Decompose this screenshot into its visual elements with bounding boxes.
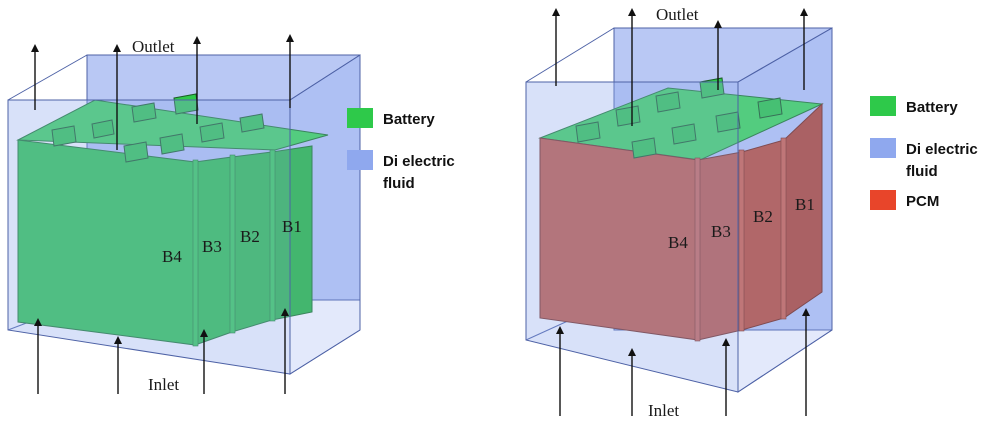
right-divider-3: [780, 137, 787, 320]
left-cell-label-b3: B3: [202, 237, 222, 256]
right-cell-label-b1: B1: [795, 195, 815, 214]
right-container-right: [737, 27, 833, 393]
right-legend-label-fluid: Di electric fluid: [906, 141, 982, 180]
left-inlet-arrows: [34, 308, 289, 394]
right-outlet-label: Outlet: [656, 5, 699, 24]
left-outlet-arrows: [31, 34, 294, 150]
right-inlet-label: Inlet: [648, 401, 679, 420]
left-cell-label-b4: B4: [162, 247, 182, 266]
left-terminals: [51, 93, 265, 163]
left-legend-label-fluid: Di electric fluid: [383, 153, 459, 192]
right-legend-label-battery: Battery: [906, 99, 958, 116]
left-diagram: B4 B3 B2 B1 Outlet Inlet: [7, 34, 361, 394]
right-divider-2: [738, 149, 745, 332]
right-terminals: [575, 77, 783, 159]
left-legend-label-battery: Battery: [383, 111, 435, 128]
right-cell-label-b2: B2: [753, 207, 773, 226]
right-legend-swatch-fluid: [870, 138, 896, 158]
right-divider-1: [694, 157, 701, 342]
right-inlet-arrows: [556, 308, 810, 416]
left-outlet-label: Outlet: [132, 37, 175, 56]
right-legend-label-fluid-line2: fluid: [906, 163, 938, 180]
left-legend: Battery Di electric fluid: [347, 108, 459, 192]
right-container-front: [525, 81, 739, 393]
right-cell-label-b4: B4: [668, 233, 688, 252]
left-divider-3: [269, 149, 276, 322]
right-legend: Battery Di electric fluid PCM: [870, 96, 982, 210]
right-legend-swatch-battery: [870, 96, 896, 116]
right-cell-label-b3: B3: [711, 222, 731, 241]
left-cell-label-b1: B1: [282, 217, 302, 236]
right-legend-swatch-pcm: [870, 190, 896, 210]
left-cell-label-b2: B2: [240, 227, 260, 246]
left-legend-swatch-battery: [347, 108, 373, 128]
left-divider-2: [229, 154, 236, 334]
right-legend-label-fluid-line1: Di electric: [906, 141, 978, 158]
left-legend-swatch-fluid: [347, 150, 373, 170]
left-container-right: [289, 54, 361, 375]
left-divider-1: [192, 159, 199, 347]
left-legend-label-fluid-line2: fluid: [383, 175, 415, 192]
left-legend-label-fluid-line1: Di electric: [383, 153, 455, 170]
right-outlet-arrows: [552, 8, 808, 126]
right-legend-label-pcm: PCM: [906, 193, 939, 210]
left-inlet-label: Inlet: [148, 375, 179, 394]
right-diagram: B4 B3 B2 B1 Outlet Inlet: [525, 5, 833, 420]
